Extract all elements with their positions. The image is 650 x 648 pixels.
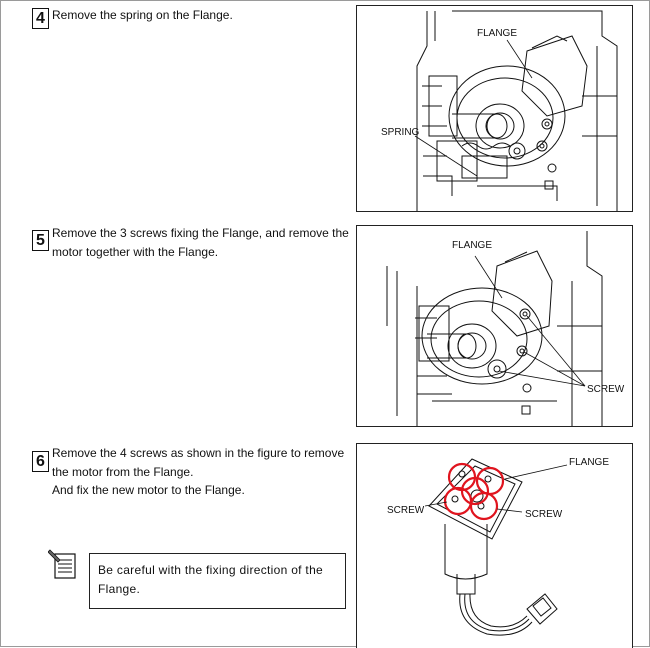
step-6-figure: FLANGE SCREW SCREW	[356, 443, 633, 648]
memo-note-icon	[47, 548, 78, 585]
step-5-instruction: Remove the 3 screws fixing the Flange, a…	[52, 224, 349, 261]
step-4-illustration: FLANGE SPRING	[381, 10, 618, 211]
step-4-line-1: Remove the spring on the Flange.	[52, 8, 233, 22]
step-6-illustration: FLANGE SCREW SCREW	[387, 457, 609, 636]
step-5-number: 5	[32, 230, 49, 251]
step-6-line-2: the motor from the Flange.	[52, 464, 194, 479]
step-6-flange-label: FLANGE	[569, 457, 609, 468]
caution-note-line-2: Flange.	[98, 582, 141, 596]
step-5-figure: FLANGE SCREW	[356, 225, 633, 427]
step-4-instruction: Remove the spring on the Flange.	[52, 6, 233, 25]
step-5-screw-label: SCREW	[587, 384, 625, 395]
step-5-illustration: FLANGE SCREW	[386, 231, 625, 426]
step-4-spring-label: SPRING	[381, 127, 420, 138]
step-4-figure: FLANGE SPRING	[356, 5, 633, 212]
step-5-flange-label: FLANGE	[452, 240, 492, 251]
step-6-screw-left-label: SCREW	[387, 505, 425, 516]
step-6-number: 6	[32, 451, 49, 472]
caution-note-line-1: Be careful with the fixing direction of …	[98, 563, 324, 577]
caution-note: Be careful with the fixing direction of …	[89, 553, 346, 609]
step-6-line-1: Remove the 4 screws as shown in the figu…	[52, 446, 345, 460]
step-6-instruction: Remove the 4 screws as shown in the figu…	[52, 444, 344, 500]
step-6-screw-right-label: SCREW	[525, 509, 563, 520]
screw-highlight-circles	[443, 462, 505, 521]
step-5-line-2: motor together with the Flange.	[52, 244, 219, 259]
step-4-number: 4	[32, 8, 49, 29]
step-5-line-1: Remove the 3 screws fixing the Flange, a…	[52, 226, 349, 240]
step-6-line-3: And fix the new motor to the Flange.	[52, 483, 245, 497]
step-4-flange-label: FLANGE	[477, 28, 517, 39]
